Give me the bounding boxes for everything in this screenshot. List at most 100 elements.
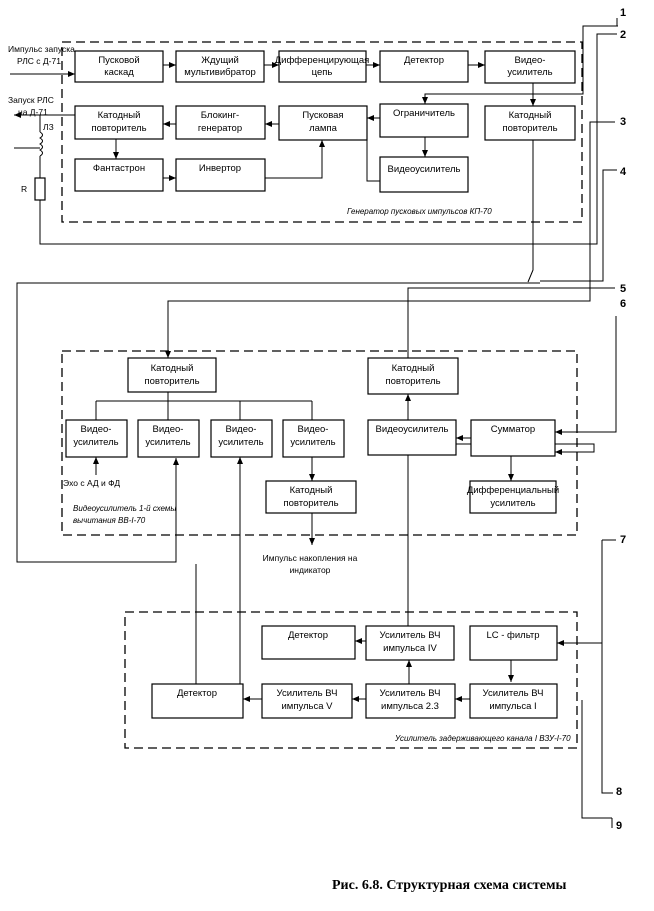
block-puskovaya-lampa: Пусковая лампа <box>278 105 368 141</box>
group-kp70-label: Генератор пусковых импульсов КП-70 <box>347 207 492 216</box>
svg-text:мультивибратор: мультивибратор <box>184 67 256 78</box>
label-input-trigger-2: РЛС с Д-71 <box>17 56 61 66</box>
block-invertor: Инвертор <box>175 158 266 192</box>
block-detektor-3: Детектор <box>151 683 244 719</box>
block-video-usilitel-1: Видео- усилитель <box>484 50 576 84</box>
svg-text:усилитель: усилитель <box>73 437 118 448</box>
label-accumulation-2: индикатор <box>290 565 331 575</box>
svg-text:Видео-: Видео- <box>153 424 184 435</box>
svg-text:Сумматор: Сумматор <box>491 424 535 435</box>
callout-8: 8 <box>616 786 622 798</box>
svg-text:Катодный: Катодный <box>98 110 141 121</box>
block-differentsiruyushchaya-cep: Дифференцирующая цепь <box>275 50 370 83</box>
wires-kp70 <box>10 33 617 542</box>
label-output-trigger-2: на Д-71 <box>18 107 48 117</box>
svg-text:повторитель: повторитель <box>385 376 440 387</box>
svg-text:Инвертор: Инвертор <box>199 163 241 174</box>
svg-text:Видео-: Видео- <box>81 424 112 435</box>
callout-4: 4 <box>620 166 627 178</box>
callout-6: 6 <box>620 298 626 310</box>
svg-text:повторитель: повторитель <box>502 123 557 134</box>
callouts <box>582 25 618 541</box>
svg-text:повторитель: повторитель <box>91 123 146 134</box>
block-differentsialnyy-usilitel: Дифференциальный усилитель <box>467 480 559 514</box>
callout-5: 5 <box>620 283 626 295</box>
block-ogranichitel: Ограничитель <box>379 103 469 138</box>
group-bv170-label-2: вычитания ВВ-I-70 <box>73 516 146 525</box>
svg-text:импульса 2.3: импульса 2.3 <box>381 701 439 712</box>
svg-text:Усилитель ВЧ: Усилитель ВЧ <box>483 688 544 699</box>
svg-text:Блокинг-: Блокинг- <box>201 110 239 121</box>
callout-2: 2 <box>620 29 626 41</box>
svg-text:Дифференцирующая: Дифференцирующая <box>275 55 370 66</box>
svg-text:Видео-: Видео- <box>226 424 257 435</box>
svg-text:Катодный: Катодный <box>290 485 333 496</box>
block-video-usilitel-d: Видео- усилитель <box>282 419 345 458</box>
svg-text:импульса IV: импульса IV <box>383 643 437 654</box>
block-video-usilitel-2: Видеоусилитель <box>379 156 469 193</box>
callout-7: 7 <box>620 534 626 546</box>
block-usilitel-vch-23: Усилитель ВЧ импульса 2.3 <box>365 683 456 719</box>
svg-text:генератор: генератор <box>198 123 242 134</box>
svg-text:Фантастрон: Фантастрон <box>93 163 145 174</box>
label-delay-line: ЛЗ <box>43 122 54 132</box>
label-echo: Эхо с АД и ФД <box>63 478 120 488</box>
svg-text:лампа: лампа <box>309 123 338 134</box>
group-kp70-boundary <box>61 41 583 223</box>
callout-1: 1 <box>620 7 626 19</box>
group-bv170-boundary <box>61 350 578 536</box>
svg-text:усилитель: усилитель <box>145 437 190 448</box>
block-detektor-2: Детектор <box>261 625 356 660</box>
svg-text:Ограничитель: Ограничитель <box>393 108 455 119</box>
block-usilitel-vch-5: Усилитель ВЧ импульса V <box>261 683 353 719</box>
block-video-usilitel-a: Видео- усилитель <box>65 419 128 458</box>
svg-text:каскад: каскад <box>104 67 134 78</box>
block-katodnyy-povtoritel-4: Катодный повторитель <box>367 357 459 395</box>
block-katodnyy-povtoritel-3: Катодный повторитель <box>127 357 217 393</box>
group-bv170-label-1: Видеоусилитель 1-й схемы <box>73 504 176 513</box>
svg-text:Усилитель ВЧ: Усилитель ВЧ <box>380 688 441 699</box>
svg-text:повторитель: повторитель <box>144 376 199 387</box>
label-accumulation-1: Импульс накопления на <box>263 553 358 563</box>
figure-caption: Рис. 6.8. Структурная схема системы <box>332 878 567 893</box>
svg-text:Видеоусилитель: Видеоусилитель <box>376 424 449 435</box>
svg-text:Усилитель ВЧ: Усилитель ВЧ <box>277 688 338 699</box>
block-video-usilitel-b: Видео- усилитель <box>137 419 200 458</box>
wires-vzu170 <box>195 540 613 819</box>
block-blocking-generator: Блокинг- генератор <box>175 105 266 140</box>
svg-text:Детектор: Детектор <box>288 630 328 641</box>
svg-text:LC - фильтр: LC - фильтр <box>486 630 539 641</box>
svg-text:цепь: цепь <box>312 67 333 78</box>
svg-text:Дифференциальный: Дифференциальный <box>467 485 559 496</box>
block-katodnyy-povtoritel-5: Катодный повторитель <box>265 480 357 514</box>
group-vzu170-boundary <box>124 611 578 749</box>
svg-text:импульса V: импульса V <box>281 701 333 712</box>
block-video-usilitel-3: Видеоусилитель <box>367 419 457 456</box>
block-katodnyy-povtoritel-1: Катодный повторитель <box>74 105 164 140</box>
svg-text:Видео-: Видео- <box>298 424 329 435</box>
callout-9: 9 <box>616 820 622 832</box>
block-summator: Сумматор <box>470 419 556 457</box>
svg-text:Катодный: Катодный <box>509 110 552 121</box>
svg-text:Пусковая: Пусковая <box>302 110 343 121</box>
block-detektor-1: Детектор <box>379 50 469 83</box>
label-input-trigger-1: Импульс запуска <box>8 44 75 54</box>
wires-bv170 <box>16 258 617 689</box>
block-fantastron: Фантастрон <box>74 158 164 192</box>
svg-text:усилитель: усилитель <box>490 498 535 509</box>
block-usilitel-vch-4: Усилитель ВЧ импульса IV <box>365 625 455 661</box>
svg-text:Ждущий: Ждущий <box>201 55 239 66</box>
group-vzu170-label: Усилитель задерживающего канала I ВЗУ-I-… <box>394 734 571 743</box>
svg-text:усилитель: усилитель <box>507 67 552 78</box>
svg-text:усилитель: усилитель <box>218 437 263 448</box>
block-video-usilitel-c: Видео- усилитель <box>210 419 273 458</box>
svg-text:импульса I: импульса I <box>489 701 536 712</box>
resistor-symbol <box>34 177 46 201</box>
svg-text:Детектор: Детектор <box>177 688 217 699</box>
leader-1 <box>582 18 618 37</box>
svg-text:Видеоусилитель: Видеоусилитель <box>388 164 461 175</box>
block-usilitel-vch-1: Усилитель ВЧ импульса I <box>469 683 558 719</box>
svg-text:Пусковой: Пусковой <box>98 55 139 66</box>
